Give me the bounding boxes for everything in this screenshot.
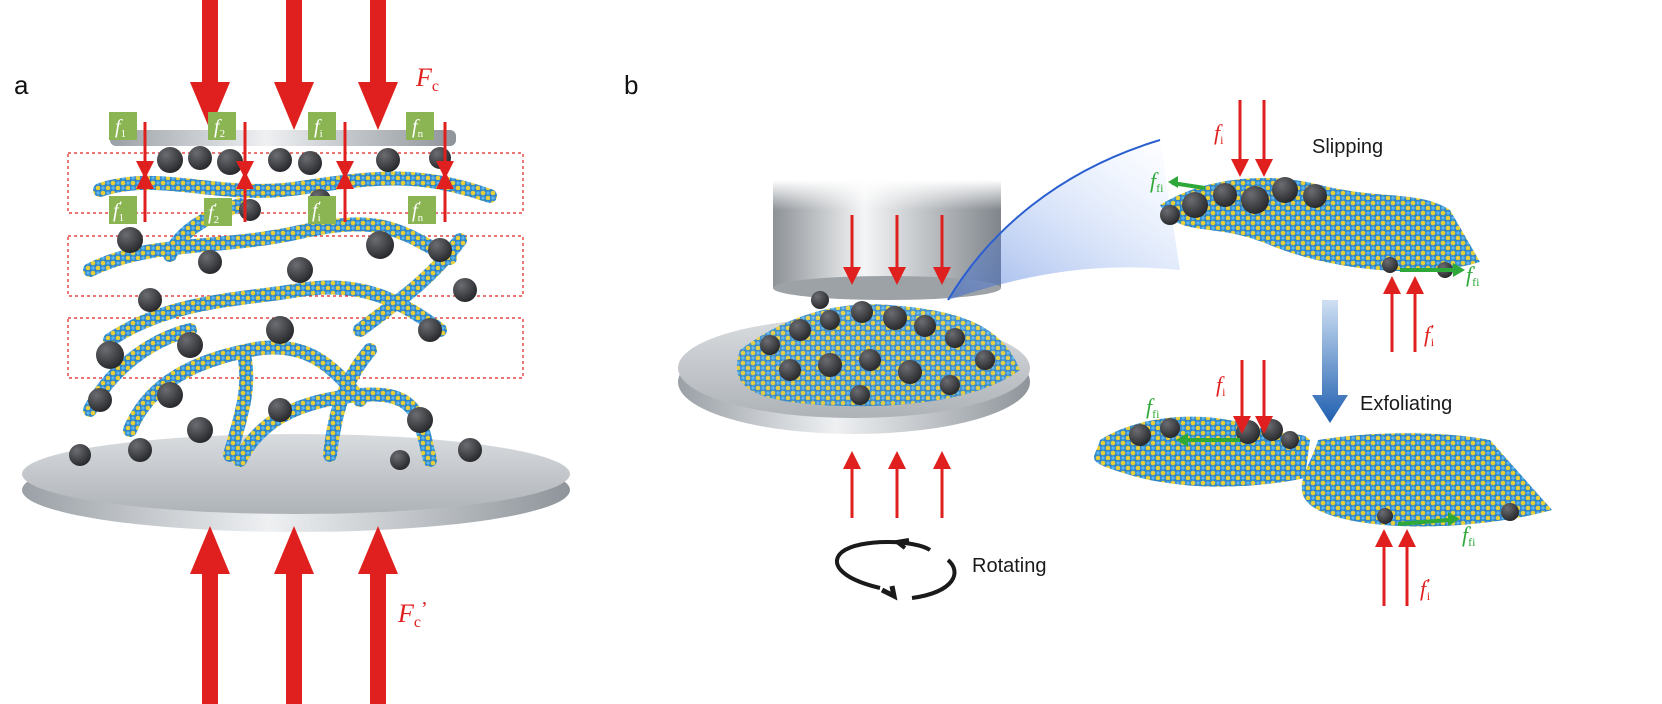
big-up-arrow	[190, 526, 230, 704]
exfoliating-ffi-left-label: ffi	[1146, 394, 1160, 421]
force-box: fi	[308, 112, 336, 140]
rotating-label: Rotating	[972, 555, 1047, 577]
svg-text:f’i: f’i	[312, 198, 322, 224]
plate-up-arrows	[843, 451, 951, 518]
exfoliating-force-arrows	[1233, 360, 1416, 606]
slipping-flake	[1160, 177, 1480, 278]
big-up-arrow	[274, 526, 314, 704]
force-box: f1	[109, 112, 137, 140]
big-down-arrow	[274, 0, 314, 130]
slipping-fi-prime-label: f’i	[1424, 322, 1435, 349]
force-boxes-bottom: f’1 f’2 f’i f’n	[109, 196, 436, 226]
panel-b-letter: b	[624, 70, 638, 100]
big-up-arrow	[358, 526, 398, 704]
press-cylinder	[773, 180, 1001, 300]
rotation-icon	[835, 538, 957, 601]
exfoliating-ffi-right-label: f’fi	[1462, 522, 1476, 549]
right-arrow	[1397, 518, 1449, 526]
slipping-shear-arrows	[1168, 176, 1465, 277]
exfoliated-flake-right	[1301, 433, 1552, 527]
slipping-label: Slipping	[1312, 136, 1383, 158]
slipping-force-arrows	[1231, 100, 1424, 352]
inner-force-arrows	[136, 122, 454, 222]
panel-a-letter: a	[14, 70, 29, 100]
panel-a-top-force-arrows	[190, 0, 398, 130]
exfoliating-fi-prime-label: f’i	[1420, 576, 1431, 603]
force-fc-prime-label: Fc’	[397, 598, 428, 631]
force-box: f’1	[109, 196, 137, 224]
particles	[69, 146, 482, 470]
force-box: f’n	[408, 196, 436, 224]
force-fc-label: Fc	[415, 63, 439, 95]
exfoliating-label: Exfoliating	[1360, 393, 1452, 415]
svg-text:f2: f2	[214, 116, 225, 140]
force-box: fn	[406, 112, 434, 140]
force-box: f’2	[204, 198, 232, 226]
svg-text:f’n: f’n	[412, 198, 424, 224]
svg-text:f1: f1	[115, 116, 126, 140]
exfoliated-flake-left	[1093, 416, 1310, 487]
big-down-arrow	[190, 0, 230, 130]
force-box: f’i	[308, 196, 336, 224]
big-down-arrow	[358, 0, 398, 130]
exfoliating-fi-label: fi	[1216, 372, 1226, 399]
transition-arrow	[1312, 300, 1348, 423]
svg-text:fn: fn	[412, 116, 424, 140]
slipping-ffi-left-label: ffi	[1150, 168, 1164, 195]
svg-text:f’1: f’1	[113, 198, 124, 224]
svg-text:fi: fi	[314, 116, 323, 140]
top-plate	[110, 130, 456, 146]
slipping-fi-label: fi	[1214, 120, 1224, 147]
zoom-beam	[947, 139, 1180, 301]
bottom-plate	[22, 434, 570, 532]
slipping-ffi-right-label: f’fi	[1466, 262, 1480, 289]
sample-on-plate	[736, 291, 1020, 407]
exfoliating-shear-arrows	[1176, 433, 1460, 526]
svg-text:f’2: f’2	[208, 200, 219, 226]
press-down-arrows	[843, 215, 951, 285]
panel-a-bottom-force-arrows	[190, 526, 398, 704]
force-boxes-top: f1 f2 fi fn	[109, 112, 434, 140]
force-box: f2	[208, 112, 236, 140]
layered-flakes	[83, 171, 497, 467]
